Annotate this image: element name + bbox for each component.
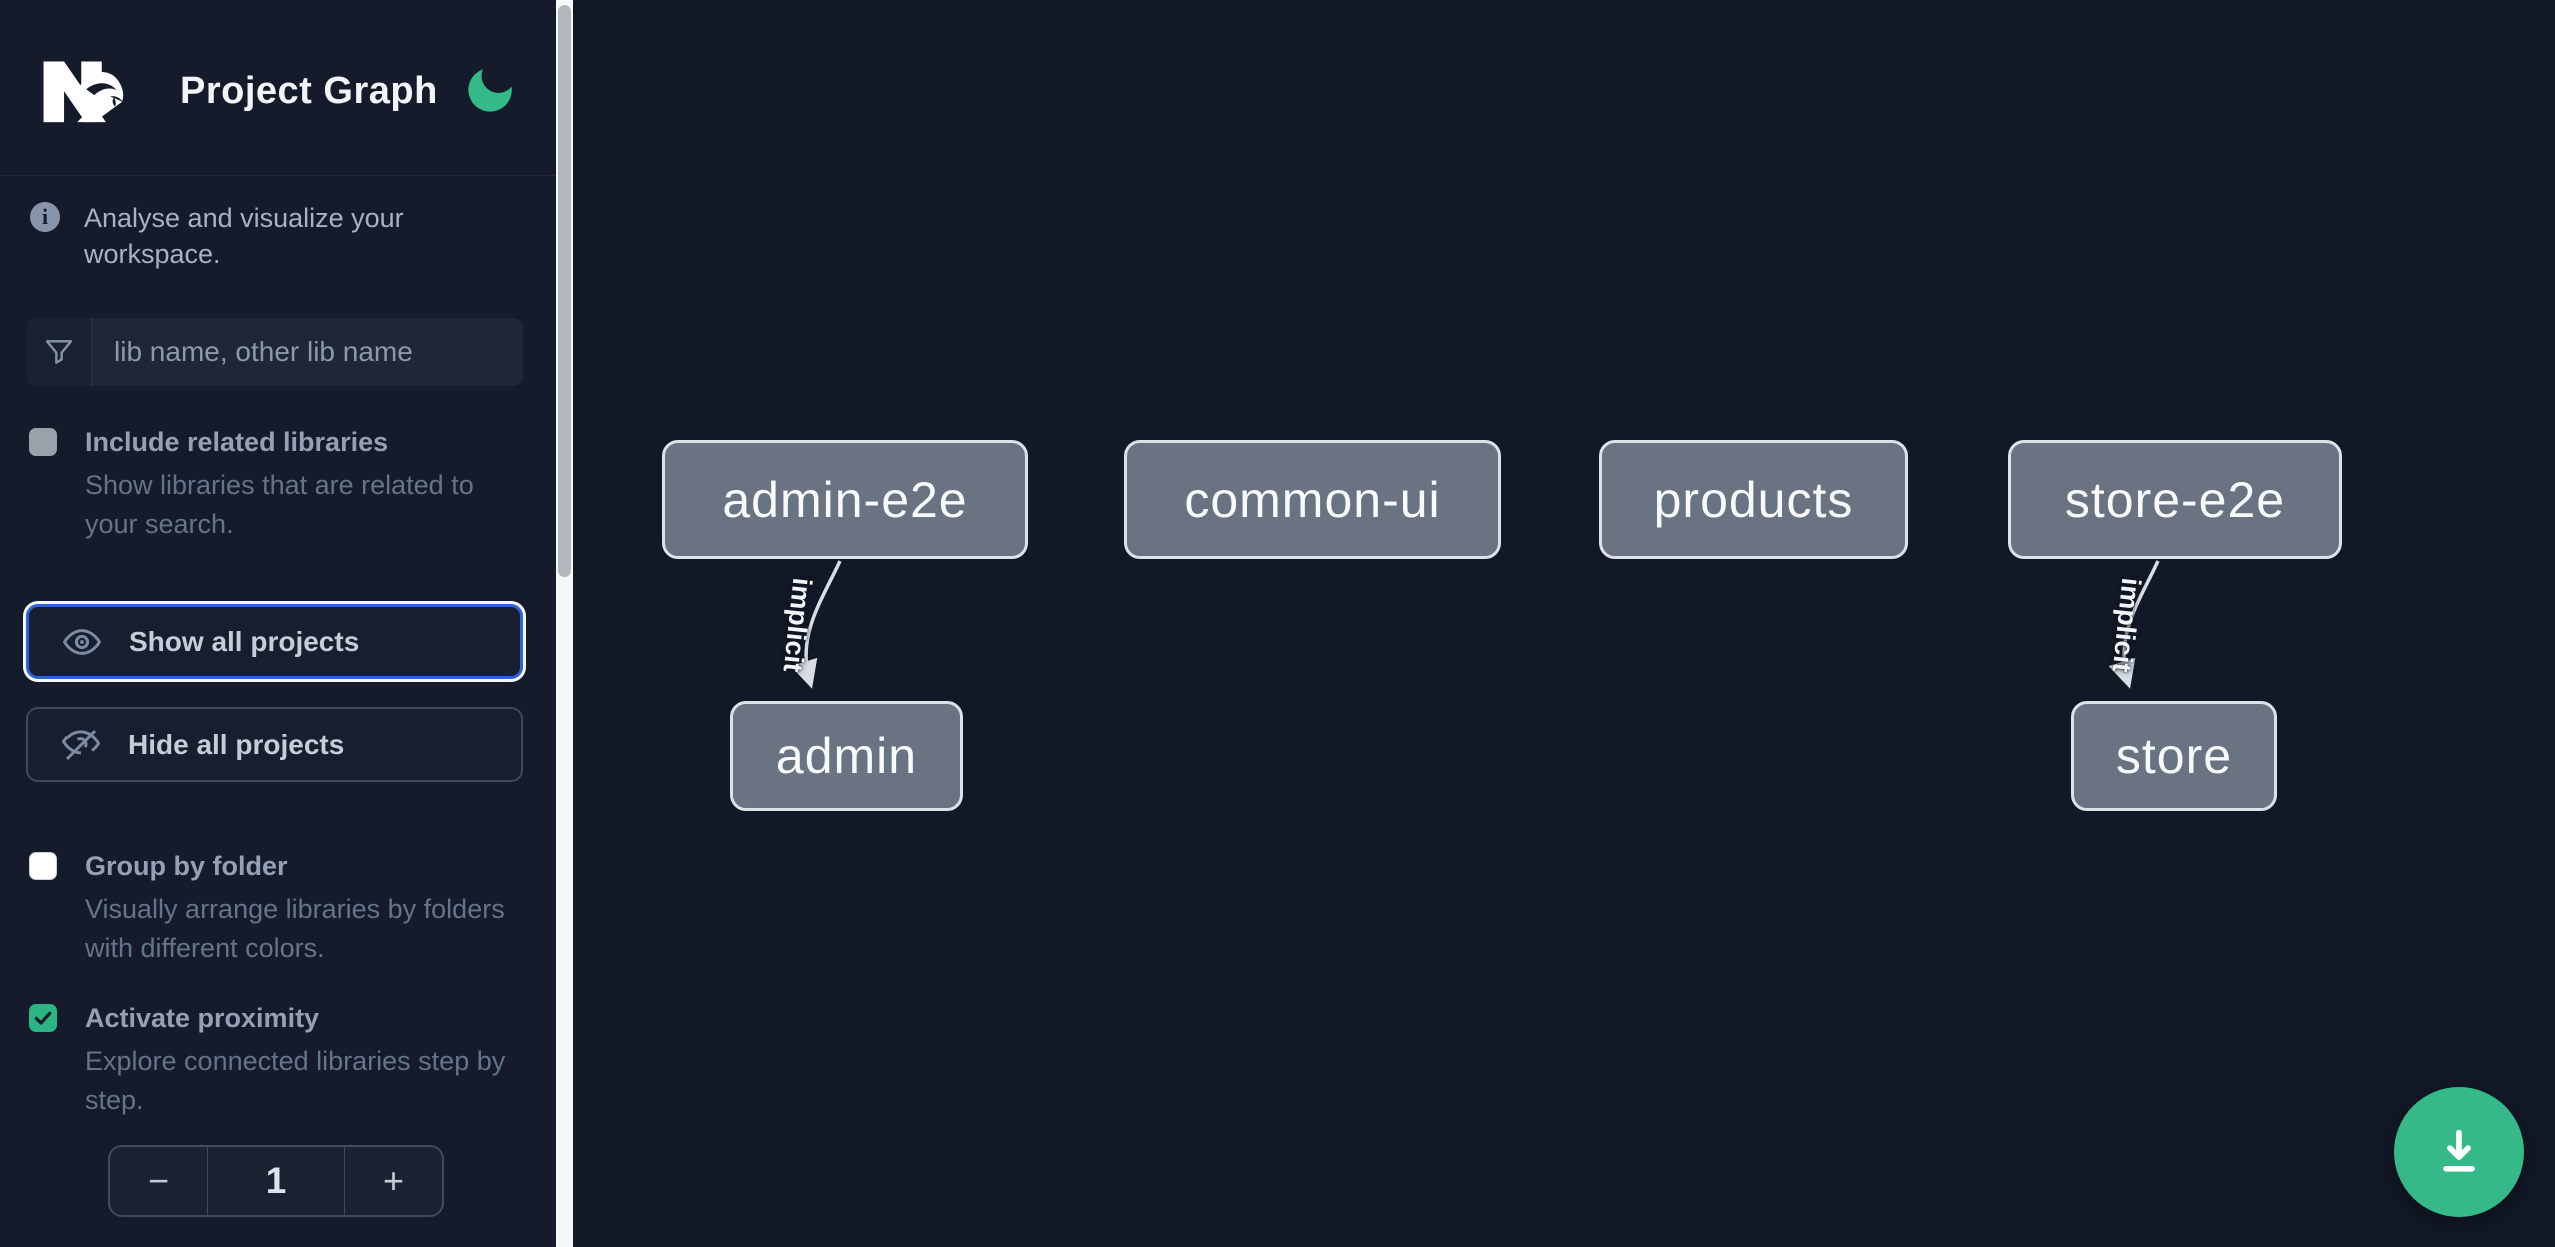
download-icon [2443,1129,2475,1172]
theme-toggle-button[interactable] [458,58,522,122]
sidebar-header: Project Graph [0,0,556,176]
show-all-projects-button[interactable]: Show all projects [26,604,523,679]
moon-icon [468,69,512,112]
sidebar: Project Graph i Analyse and visualize yo… [0,0,556,1247]
graph-node-admin[interactable]: admin [730,701,963,811]
option-description: Visually arrange libraries by folders wi… [85,894,505,963]
show-all-projects-label: Show all projects [129,625,360,657]
eye-icon [62,628,102,655]
page-title: Project Graph [180,70,438,112]
eye-slash-icon [61,729,101,760]
option-description: Explore connected libraries step by step… [85,1046,506,1115]
option-group-by-folder: Group by folder Visually arrange librari… [29,850,529,968]
nx-logo-icon [43,61,124,123]
hide-all-projects-button[interactable]: Hide all projects [26,707,523,782]
workspace-info: i Analyse and visualize your workspace. [30,200,530,272]
graph-node-store[interactable]: store [2071,701,2277,811]
checkmark-icon [34,1011,52,1025]
activate-proximity-checkbox[interactable] [29,1004,57,1032]
graph-node-store-e2e[interactable]: store-e2e [2008,440,2342,559]
option-activate-proximity: Activate proximity Explore connected lib… [29,1002,529,1120]
option-label: Group by folder [85,851,288,881]
info-icon: i [30,202,60,232]
group-by-folder-checkbox[interactable] [29,852,57,880]
proximity-stepper: − 1 + [108,1145,444,1217]
graph-node-admin-e2e[interactable]: admin-e2e [662,440,1028,559]
download-image-button[interactable] [2394,1087,2524,1217]
stepper-value: 1 [207,1147,345,1215]
info-text: Analyse and visualize your workspace. [84,203,404,269]
stepper-increment-button[interactable]: + [345,1147,442,1215]
filter-box [26,318,523,386]
option-description: Show libraries that are related to your … [85,470,474,539]
filter-icon-segment [26,318,92,386]
graph-node-common-ui[interactable]: common-ui [1124,440,1501,559]
hide-all-projects-label: Hide all projects [128,728,345,760]
option-include-related: Include related libraries Show libraries… [29,426,529,544]
stepper-decrement-button[interactable]: − [110,1147,207,1215]
sidebar-scrollbar-track [556,0,573,1247]
funnel-icon [45,340,72,364]
graph-node-products[interactable]: products [1599,440,1908,559]
filter-input[interactable] [92,318,523,386]
include-related-checkbox[interactable] [29,428,57,456]
option-label: Activate proximity [85,1003,320,1033]
project-graph-canvas[interactable] [573,0,2555,1247]
option-label: Include related libraries [85,427,389,457]
sidebar-scrollbar-thumb[interactable] [558,5,571,577]
